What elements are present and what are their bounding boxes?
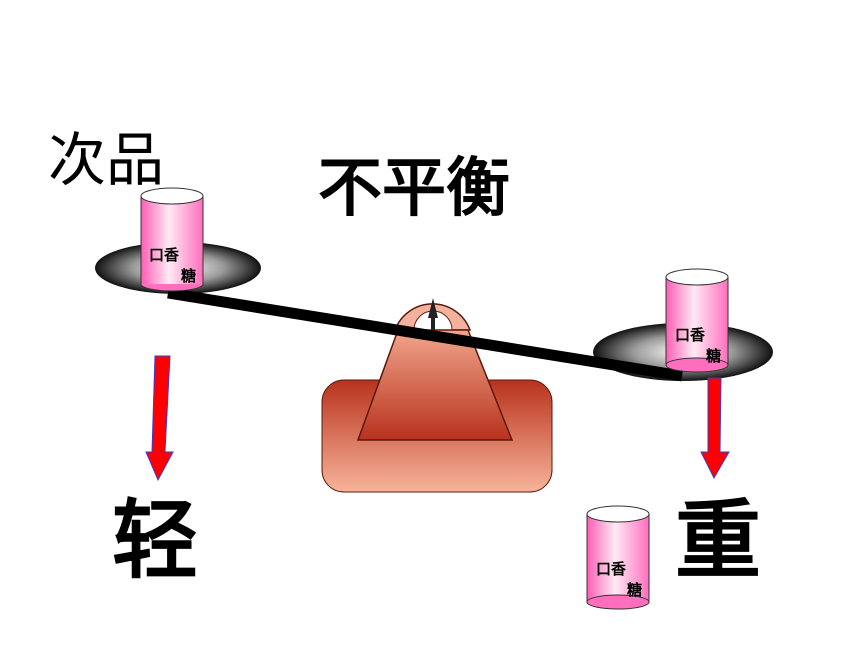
pointer-needle xyxy=(428,298,438,318)
left-can-text-2: 糖 xyxy=(181,267,196,285)
bottom-can-text-2: 糖 xyxy=(627,581,642,599)
right-gum-can: 口香 糖 xyxy=(665,268,729,373)
title-unbalanced: 不平衡 xyxy=(318,152,510,226)
left-down-arrow xyxy=(145,355,174,482)
balance-beam xyxy=(167,287,683,382)
heavy-label: 重 xyxy=(675,491,761,591)
right-down-arrow xyxy=(700,377,730,480)
light-label: 轻 xyxy=(112,491,198,591)
bottom-gum-can: 口香 糖 xyxy=(586,505,650,610)
scale-stand xyxy=(356,329,514,441)
left-can-text-1: 口香 xyxy=(149,246,179,264)
right-can-text-2: 糖 xyxy=(706,347,721,365)
bottom-can-text-1: 口香 xyxy=(596,560,626,578)
pointer-stem xyxy=(431,316,435,330)
defective-label: 次品 xyxy=(48,126,164,194)
left-gum-can: 口香 糖 xyxy=(140,187,204,292)
right-can-text-1: 口香 xyxy=(675,326,705,344)
